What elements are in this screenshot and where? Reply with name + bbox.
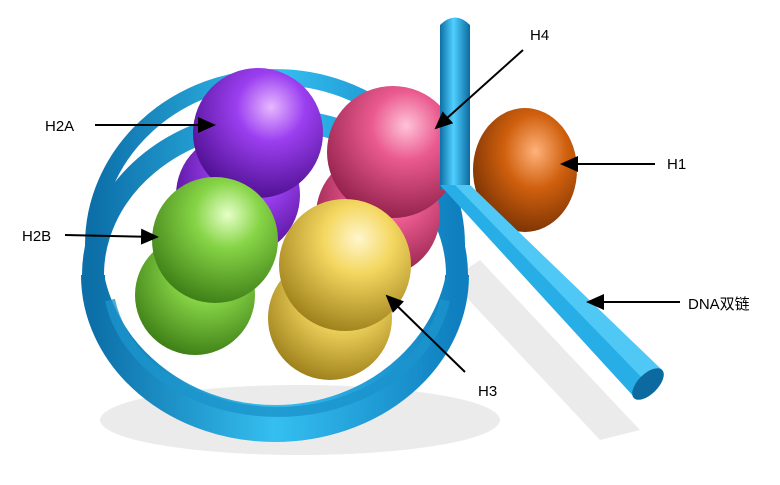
h3-arrow — [385, 294, 466, 373]
label-h2b: H2B — [22, 228, 52, 245]
dna-ring-front — [81, 274, 469, 442]
label-h2a: H2A — [45, 118, 75, 135]
h2b-sphere — [152, 177, 278, 303]
dna-double-strand — [440, 17, 664, 400]
label-h1: H1 — [667, 156, 687, 173]
h4-arrow — [434, 49, 524, 130]
h2a-sphere — [193, 68, 323, 198]
h4-sphere — [327, 86, 459, 218]
h2b-arrow — [64, 228, 159, 245]
h3-sphere — [279, 199, 411, 331]
rod-shadow — [450, 260, 640, 440]
label-h3: H3 — [478, 383, 498, 400]
h1-sphere — [473, 108, 577, 232]
label-h4: H4 — [530, 27, 550, 44]
label-dna: DNA双链 — [688, 296, 750, 313]
